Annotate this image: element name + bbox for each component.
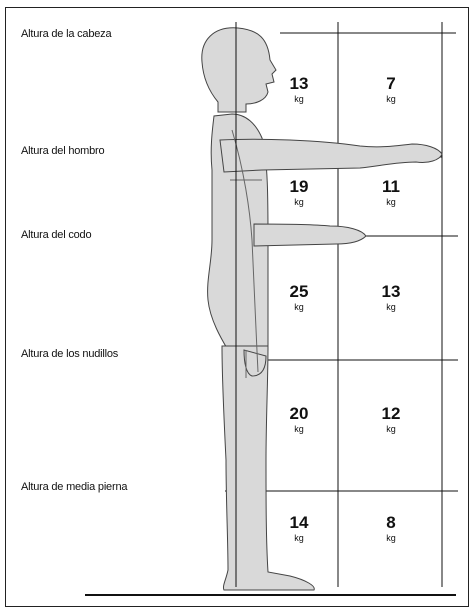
- level-label-elbow: Altura del codo: [21, 229, 91, 241]
- level-label-mid-leg: Altura de media pierna: [21, 481, 127, 493]
- level-label-head: Altura de la cabeza: [21, 28, 111, 40]
- forearm-shape: [254, 224, 366, 246]
- level-label-shoulder: Altura del hombro: [21, 145, 104, 157]
- head-shape: [202, 28, 276, 112]
- level-label-knuckles: Altura de los nudillos: [21, 348, 118, 360]
- extended-arm-shape: [220, 139, 442, 172]
